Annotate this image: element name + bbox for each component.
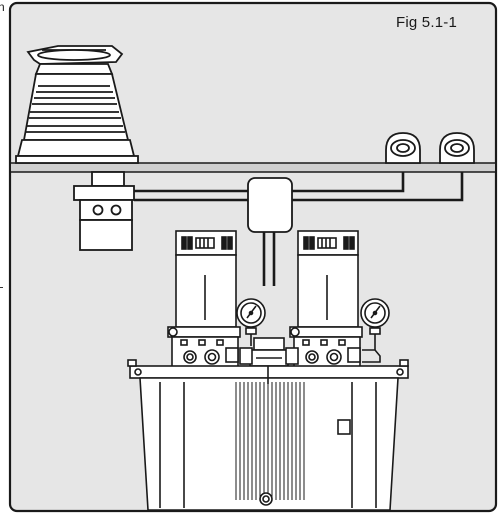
deck-switch-left xyxy=(385,132,421,164)
valve-block-left xyxy=(171,336,239,368)
wiring xyxy=(134,172,464,286)
control-box-icon xyxy=(247,177,293,233)
deck-line xyxy=(11,162,495,173)
pressure-gauge-icon xyxy=(236,298,390,363)
pump-motor-right xyxy=(289,230,363,338)
deck-switch-right xyxy=(439,132,475,164)
winch-gearbox-icon xyxy=(73,171,135,251)
cropped-edge-text: n xyxy=(0,0,5,14)
deck-switch-icon xyxy=(385,132,475,164)
pressure-gauge-left xyxy=(236,298,266,346)
cropped-edge-mark xyxy=(0,287,3,288)
pump-motor-left xyxy=(167,230,241,338)
winch-icon xyxy=(15,45,139,164)
valve-block-right xyxy=(293,336,361,368)
pressure-gauge-right xyxy=(360,298,390,363)
oil-tank-icon xyxy=(127,359,409,511)
figure-label: Fig 5.1-1 xyxy=(396,14,457,31)
